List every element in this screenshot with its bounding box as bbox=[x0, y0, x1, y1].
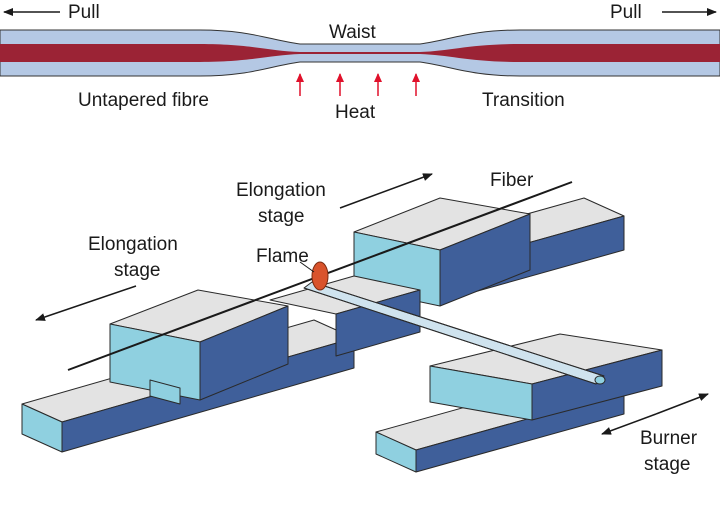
fiber-label: Fiber bbox=[490, 170, 534, 191]
left-elongation-stage bbox=[109, 289, 289, 405]
tapered-fibre-diagram: Pull Pull Waist Untapered fibre Heat Tra… bbox=[0, 2, 720, 123]
pull-right-label: Pull bbox=[610, 2, 642, 23]
elongation-stage-left-label-1: Elongation bbox=[88, 234, 178, 255]
waist-label: Waist bbox=[329, 22, 377, 43]
burner-arrow-down bbox=[601, 413, 657, 435]
elongation-stage-left-label-2: stage bbox=[114, 260, 160, 281]
flame-label: Flame bbox=[256, 246, 309, 267]
burner-arrow-up bbox=[655, 393, 709, 415]
untapered-fibre-label: Untapered fibre bbox=[78, 90, 209, 111]
fibre-core bbox=[0, 44, 720, 62]
pull-left-label: Pull bbox=[68, 2, 100, 23]
heat-label: Heat bbox=[335, 102, 376, 123]
elongation-stage-right-label-1: Elongation bbox=[236, 180, 326, 201]
right-elongation-stage bbox=[353, 197, 531, 307]
elongation-stage-right-label-2: stage bbox=[258, 206, 304, 227]
transition-label: Transition bbox=[482, 90, 565, 111]
burner-stage-block bbox=[429, 333, 663, 421]
flame bbox=[311, 261, 329, 291]
heat-arrows bbox=[296, 73, 420, 96]
elongation-left-arrow bbox=[35, 285, 137, 321]
burner-stage-label-1: Burner bbox=[640, 428, 698, 449]
burner-stage-label-2: stage bbox=[644, 454, 690, 475]
flame-leader bbox=[299, 261, 315, 273]
taper-rig-diagram bbox=[21, 181, 663, 473]
elongation-right-arrow bbox=[339, 173, 433, 209]
burner-tube bbox=[303, 281, 606, 385]
